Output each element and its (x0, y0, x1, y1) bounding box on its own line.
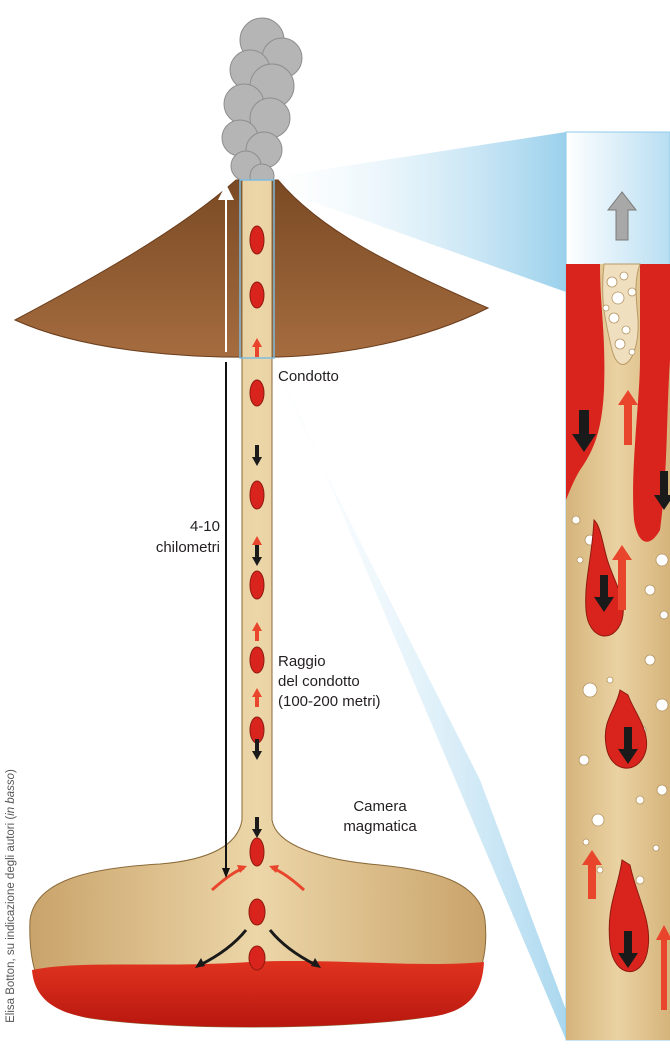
length-measure-arrow (222, 362, 230, 878)
label-length-value: 4-10 (150, 517, 220, 536)
credit-close: ) (5, 769, 17, 773)
smoke-plume (222, 18, 302, 188)
credit-italic: in basso (5, 773, 17, 816)
credit-text: Elisa Botton, su indicazione degli autor… (5, 816, 17, 1023)
label-radius-line2: del condotto (278, 672, 360, 691)
label-conduit: Condotto (278, 367, 339, 386)
label-chamber-line1: Camera (330, 797, 430, 816)
magma-chamber-red-layer (32, 961, 484, 1027)
label-radius-line3: (100-200 metri) (278, 692, 381, 711)
label-length-unit: chilometri (120, 538, 220, 557)
label-chamber-line2: magmatica (330, 817, 430, 836)
label-radius-line1: Raggio (278, 652, 326, 671)
image-credit: Elisa Botton, su indicazione degli autor… (5, 731, 21, 1061)
